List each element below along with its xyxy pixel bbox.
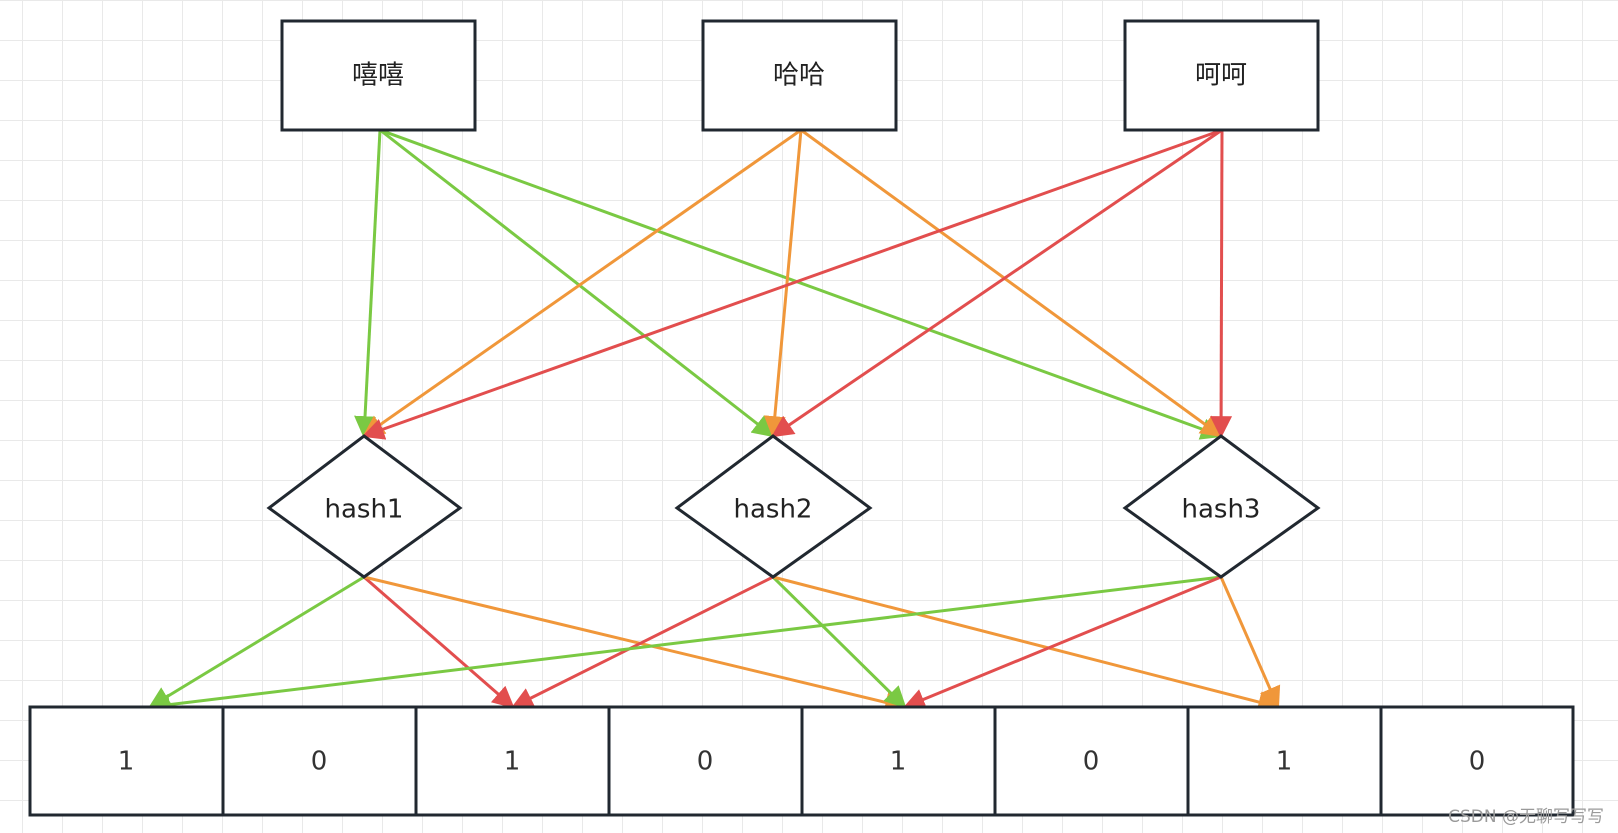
edge-input-0-to-hash-2 [379, 128, 1224, 440]
bit-cell-3: 0 [607, 705, 804, 817]
bit-value-7: 0 [1469, 747, 1486, 777]
edge-hash-2-to-bit-4 [902, 575, 1222, 710]
bit-value-5: 0 [1083, 747, 1100, 777]
input-node-2: 呵呵 [1123, 19, 1320, 132]
edge-input-2-to-hash-2 [1210, 129, 1233, 439]
bit-value-0: 1 [118, 747, 135, 777]
edge-hash-0-to-bit-4 [363, 575, 908, 714]
bit-cell-5: 0 [993, 705, 1190, 817]
bit-value-4: 1 [890, 747, 907, 777]
input-node-0: 嘻嘻 [280, 19, 477, 132]
edge-input-1-to-hash-0 [362, 128, 802, 438]
hash-label-2: hash3 [1182, 495, 1261, 525]
input-label-1: 哈哈 [773, 61, 825, 91]
edge-input-0-to-hash-1 [379, 128, 775, 438]
bit-value-2: 1 [504, 747, 521, 777]
hash-label-1: hash2 [734, 495, 813, 525]
bit-cell-1: 0 [221, 705, 418, 817]
bit-cell-0: 1 [28, 705, 225, 817]
hash-label-0: hash1 [325, 495, 404, 525]
bit-cell-6: 1 [1186, 705, 1383, 817]
bit-cell-4: 1 [800, 705, 997, 817]
edge-hash-0-to-bit-2 [363, 575, 515, 709]
bit-value-3: 0 [697, 747, 714, 777]
bit-cell-7: 0 [1379, 705, 1575, 817]
edge-input-0-to-hash-0 [354, 129, 382, 439]
input-label-2: 呵呵 [1195, 61, 1247, 91]
input-node-1: 哈哈 [701, 19, 898, 132]
hash-node-2: hash3 [1122, 434, 1321, 579]
edge-hash-2-to-bit-6 [1219, 576, 1281, 710]
bit-cell-2: 1 [414, 705, 611, 817]
edge-hash-0-to-bit-0 [148, 575, 365, 709]
bit-array: 1 0 1 0 1 0 1 0 [28, 705, 1575, 817]
edge-input-1-to-hash-2 [800, 128, 1223, 438]
edge-input-2-to-hash-0 [361, 128, 1223, 440]
edge-hash-1-to-bit-6 [772, 575, 1281, 713]
edge-input-1-to-hash-1 [763, 129, 803, 439]
edge-hash-1-to-bit-2 [511, 575, 774, 709]
edge-hash-2-to-bit-0 [147, 575, 1222, 716]
watermark: CSDN @无聊写写写 [1448, 807, 1604, 827]
hash-node-1: hash2 [674, 434, 873, 579]
edge-hash-1-to-bit-4 [771, 575, 907, 709]
hash-node-0: hash1 [266, 434, 463, 579]
edge-input-2-to-hash-1 [771, 128, 1223, 438]
input-label-0: 嘻嘻 [352, 61, 404, 91]
bit-value-1: 0 [311, 747, 328, 777]
edges [147, 128, 1281, 716]
bit-value-6: 1 [1276, 747, 1293, 777]
